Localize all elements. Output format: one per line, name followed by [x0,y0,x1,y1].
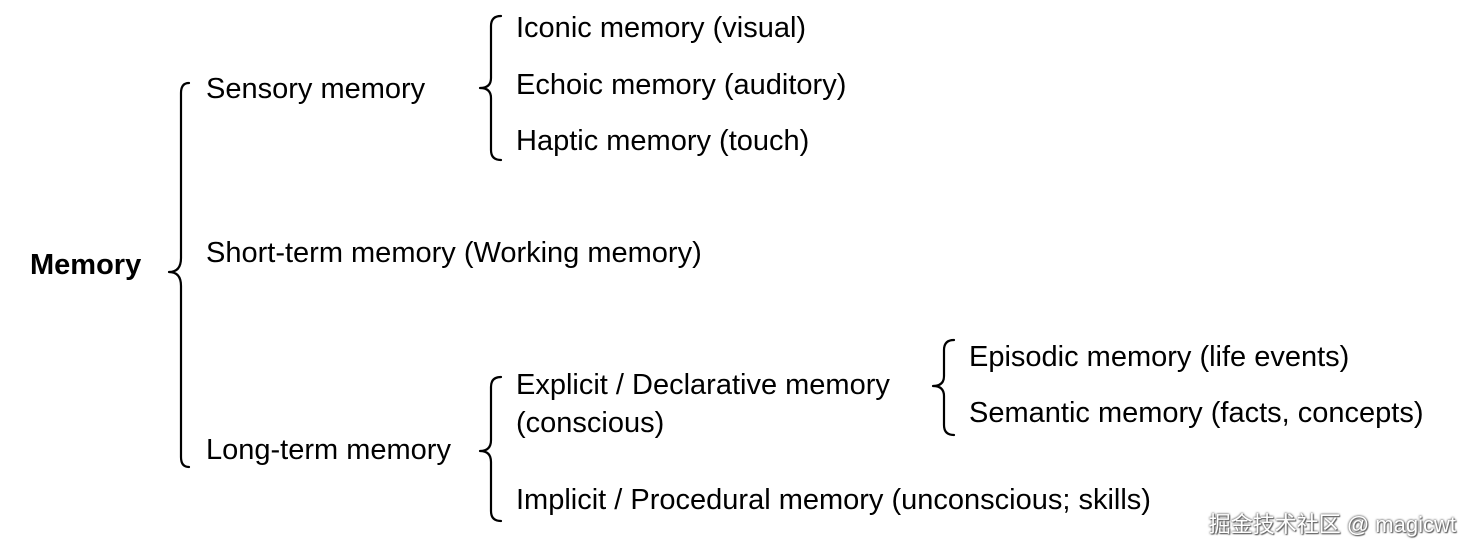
haptic-memory-label: Haptic memory (touch) [516,125,810,157]
watermark: 掘金技术社区 @ magicwt [1208,512,1456,537]
echoic-memory-label: Echoic memory (auditory) [516,69,847,101]
root-label: Memory [30,249,142,281]
explicit-brace [931,338,956,437]
explicit-memory-label-line2: (conscious) [516,407,665,439]
iconic-memory-label: Iconic memory (visual) [516,12,807,44]
long-term-memory-label: Long-term memory [206,434,451,466]
episodic-memory-label: Episodic memory (life events) [969,341,1350,373]
implicit-memory-label: Implicit / Procedural memory (unconsciou… [516,484,1151,516]
short-term-memory-label: Short-term memory (Working memory) [206,237,702,269]
long-term-brace [478,375,503,523]
semantic-memory-label: Semantic memory (facts, concepts) [969,397,1424,429]
sensory-memory-label: Sensory memory [206,73,426,105]
memory-brace [167,81,191,469]
explicit-memory-label-line1: Explicit / Declarative memory [516,369,890,401]
sensory-brace [478,14,503,162]
